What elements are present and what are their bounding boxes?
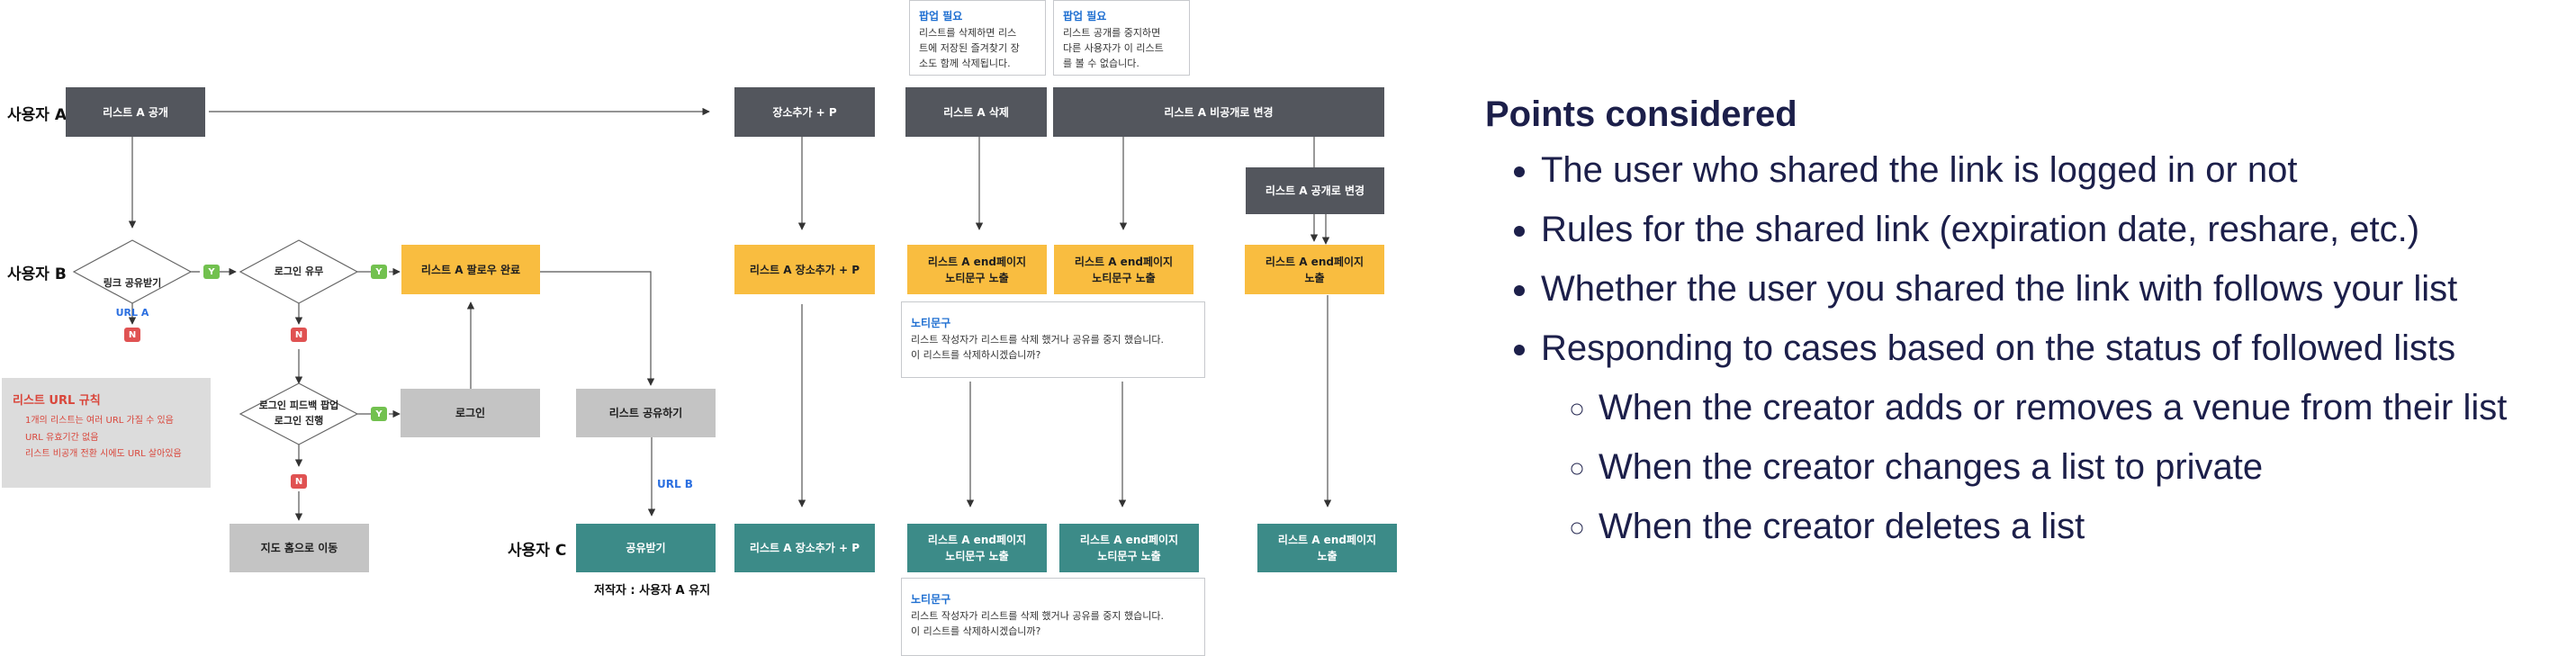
points-subitem: When the creator deletes a list [1599, 497, 2507, 556]
points-item: Rules for the shared link (expiration da… [1541, 200, 2507, 259]
box-follow-done: 리스트 A 팔로우 완료 [401, 245, 540, 294]
diamond-receive-link-text: 링크 공유받기 [103, 276, 162, 289]
box-go-map-home: 지도 홈으로 이동 [230, 524, 369, 572]
badge-yes: Y [371, 407, 387, 421]
box-list-public: 리스트 A 공개 [66, 87, 205, 137]
badge-no: N [291, 328, 307, 342]
box-endpage-notice-b1: 리스트 A end페이지 노티문구 노출 [907, 245, 1047, 294]
box-change-private: 리스트 A 비공개로 변경 [1053, 87, 1384, 137]
notice-box-b: 노티문구 리스트 작성자가 리스트를 삭제 했거나 공유를 중지 했습니다. 이… [901, 301, 1205, 378]
popup-body: 리스트 공개를 중지하면 다른 사용자가 이 리스트 를 볼 수 없습니다. [1063, 26, 1164, 69]
points-sublist: When the creator adds or removes a venue… [1541, 378, 2507, 556]
url-rule-item: 리스트 비공개 전환 시에도 URL 살아있음 [25, 449, 182, 459]
points-list: The user who shared the link is logged i… [1485, 140, 2507, 556]
url-b-label: URL B [657, 478, 693, 490]
popup-delete-note: 팝업 필요 리스트를 삭제하면 리스 트에 저장된 즐겨찾기 장 소도 함께 삭… [909, 0, 1046, 76]
url-rules-title: 리스트 URL 규칙 [13, 394, 101, 408]
box-change-public: 리스트 A 공개로 변경 [1246, 167, 1384, 214]
box-endpage-notice-b2: 리스트 A end페이지 노티문구 노출 [1054, 245, 1193, 294]
notice-body: 리스트 작성자가 리스트를 삭제 했거나 공유를 중지 했습니다. 이 리스트를… [911, 609, 1164, 637]
notice-title: 노티문구 [911, 593, 951, 606]
points-subitem: When the creator adds or removes a venue… [1599, 378, 2507, 437]
badge-yes: Y [371, 265, 387, 279]
notice-box-c: 노티문구 리스트 작성자가 리스트를 삭제 했거나 공유를 중지 했습니다. 이… [901, 578, 1205, 656]
box-receive-share: 공유받기 [576, 524, 716, 572]
points-title: Points considered [1485, 94, 1797, 134]
diamond-receive-link [72, 239, 193, 304]
diamond-login-popup-label: 로그인 피드백 팝업 로그인 진행 [258, 400, 339, 427]
url-a-label: URL A [115, 306, 149, 319]
box-endpage-notice-c1: 리스트 A end페이지 노티문구 노출 [907, 524, 1047, 572]
box-delete-list: 리스트 A 삭제 [905, 87, 1047, 137]
badge-yes: Y [203, 265, 220, 279]
box-add-place-c: 리스트 A 장소추가 + P [734, 524, 875, 572]
popup-title: 팝업 필요 [919, 10, 963, 22]
popup-private-note: 팝업 필요 리스트 공개를 중지하면 다른 사용자가 이 리스트 를 볼 수 없… [1053, 0, 1190, 76]
box-endpage-notice-c2: 리스트 A end페이지 노티문구 노출 [1059, 524, 1199, 572]
box-endpage-c3: 리스트 A end페이지 노출 [1257, 524, 1397, 572]
points-panel: Points considered The user who shared th… [1485, 94, 2507, 556]
url-rule-item: 1개의 리스트는 여러 URL 가질 수 있음 [25, 416, 174, 426]
badge-no: N [291, 474, 307, 489]
points-item: Responding to cases based on the status … [1541, 319, 2507, 378]
diamond-login-check [239, 239, 359, 304]
box-add-place-b: 리스트 A 장소추가 + P [734, 245, 875, 294]
badge-no: N [124, 328, 140, 342]
diamond-login-check-label: 로그인 유무 [274, 265, 324, 277]
user-a-label: 사용자 A [7, 106, 67, 124]
notice-title: 노티문구 [911, 317, 951, 329]
user-c-label: 사용자 C [508, 542, 567, 560]
popup-title: 팝업 필요 [1063, 10, 1107, 22]
url-rule-item: URL 유효기간 없음 [25, 432, 99, 443]
popup-body: 리스트를 삭제하면 리스 트에 저장된 즐겨찾기 장 소도 함께 삭제됩니다. [919, 26, 1020, 69]
user-b-label: 사용자 B [7, 265, 67, 283]
diamond-login-popup [239, 382, 359, 445]
points-item: Whether the user you shared the link wit… [1541, 259, 2507, 319]
points-subitem: When the creator changes a list to priva… [1599, 437, 2507, 497]
points-item: The user who shared the link is logged i… [1541, 140, 2507, 200]
box-endpage-b3: 리스트 A end페이지 노출 [1245, 245, 1384, 294]
box-login: 로그인 [401, 389, 540, 437]
box-add-place-top: 장소추가 + P [734, 87, 875, 137]
url-rules-panel: 리스트 URL 규칙 1개의 리스트는 여러 URL 가질 수 있음 URL 유… [2, 378, 211, 488]
box-share-list: 리스트 공유하기 [576, 389, 716, 437]
notice-body: 리스트 작성자가 리스트를 삭제 했거나 공유를 중지 했습니다. 이 리스트를… [911, 333, 1164, 361]
diamond-receive-link-label: 링크 공유받기 URL A [86, 261, 179, 320]
points-sublist-wrapper: When the creator adds or removes a venue… [1541, 378, 2507, 556]
copyright-label: 저작자 : 사용자 A 유지 [594, 584, 711, 598]
